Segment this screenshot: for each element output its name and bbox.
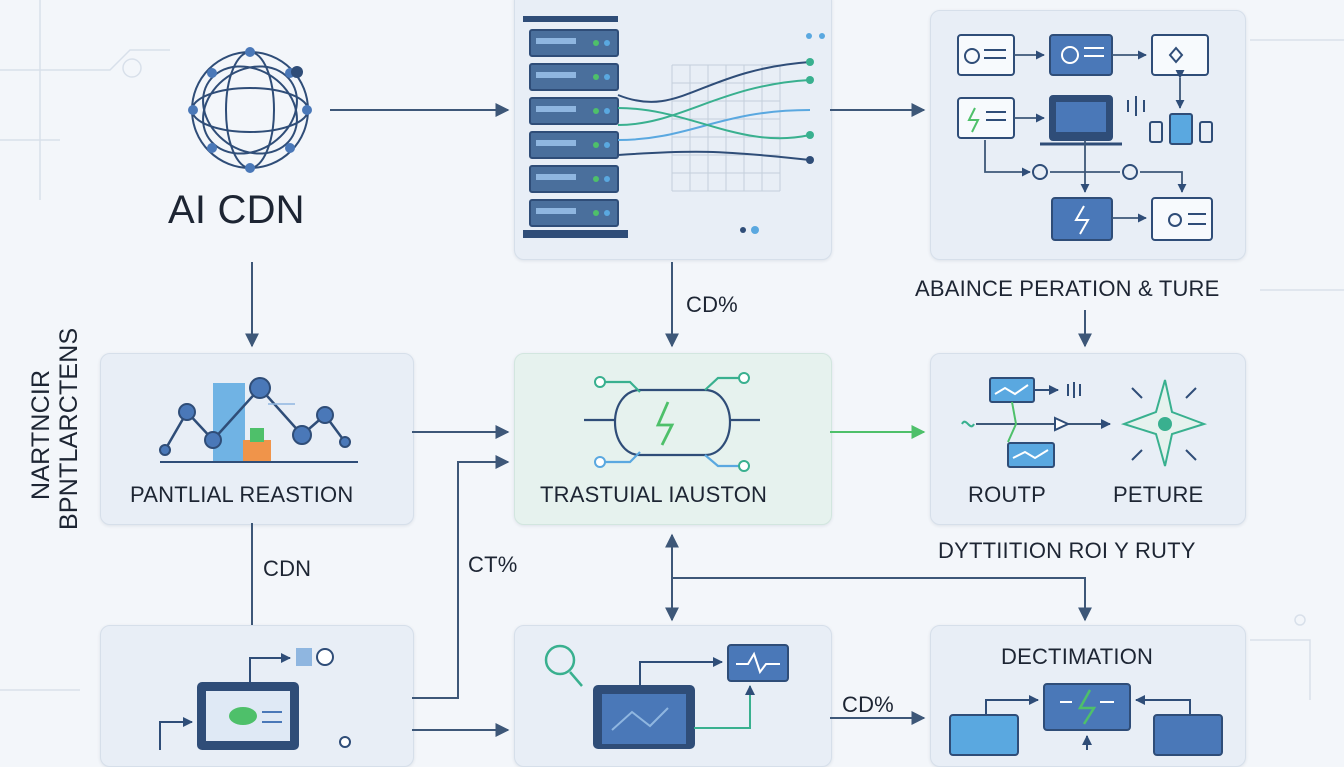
- abaince-label: ABAINCE PERATION & TURE: [915, 276, 1220, 301]
- peture-label: PETURE: [1113, 482, 1204, 507]
- routp-label: ROUTP: [968, 482, 1046, 507]
- dectimation-icons: [949, 683, 1223, 756]
- search-icon: [544, 644, 583, 687]
- side-label-line1: NARTNCIR: [27, 369, 55, 500]
- server-rack-icon: [523, 16, 628, 238]
- dectimation-label: DECTIMATION: [1001, 644, 1154, 669]
- line-chart-icon: [159, 377, 358, 463]
- dashboard-icon: [957, 34, 1213, 241]
- laptop-icon: [159, 648, 351, 750]
- diagram-title: AI CDN: [168, 188, 305, 232]
- dytt-label: DYTTIITION ROI Y RUTY: [938, 538, 1196, 563]
- globe-icon: [188, 47, 312, 173]
- grid-chart-icon: [617, 33, 825, 234]
- edge-label-ct-pct: CT%: [468, 552, 518, 577]
- edge-label-cd-bottom: CD%: [842, 692, 894, 717]
- edge-label-cd-top: CD%: [686, 292, 738, 317]
- background-circuit: [0, 0, 1344, 700]
- partial-reastion-label: PANTLIAL REASTION: [130, 482, 354, 507]
- flow-arrows: [245, 103, 1092, 737]
- waveform-icon: [961, 377, 1111, 468]
- center-laptop-icon: [593, 644, 789, 749]
- routp-peture-panel: [930, 353, 1246, 525]
- side-label-line2: BPNTLARCTENS: [55, 327, 83, 530]
- dashboard-connectors: [984, 50, 1187, 223]
- circuit-lightning-icon: [584, 372, 760, 472]
- trastual-iauston-panel: [514, 353, 832, 525]
- trastual-iauston-label: TRASTUIAL IAUSTON: [540, 482, 768, 507]
- edge-label-cdn-left: CDN: [263, 556, 312, 581]
- starburst-icon: [1120, 379, 1208, 467]
